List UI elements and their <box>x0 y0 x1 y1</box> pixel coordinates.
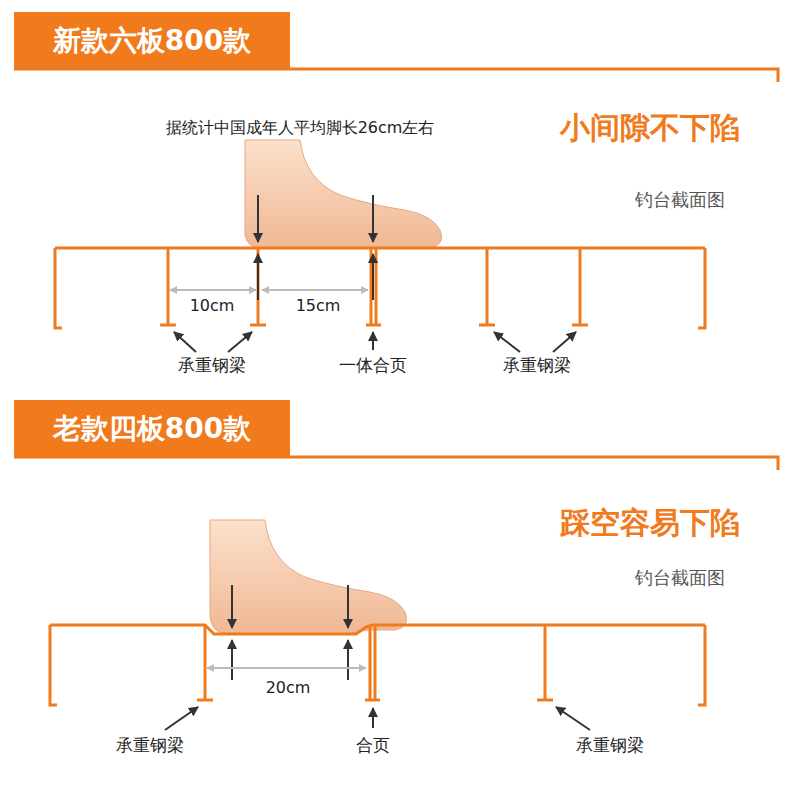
section-caption: 钓台截面图 <box>633 190 727 211</box>
part-label: 承重钢梁 <box>501 356 573 376</box>
note-text: 据统计中国成年人平均脚长26cm左右 <box>164 119 437 137</box>
part-label: 承重钢梁 <box>574 736 646 756</box>
part-label: 承重钢梁 <box>114 736 186 756</box>
dimension: 10cm <box>188 297 237 315</box>
title-banner: 新款六板800款 <box>14 12 290 70</box>
headline: 踩空容易下陷 <box>558 506 742 541</box>
section-caption: 钓台截面图 <box>633 568 727 589</box>
banner-text: 新款六板800款 <box>53 22 251 60</box>
banner-text: 老款四板800款 <box>53 410 251 448</box>
part-label: 承重钢梁 <box>176 356 248 376</box>
title-banner: 老款四板800款 <box>14 400 290 458</box>
headline: 小间隙不下陷 <box>558 111 742 146</box>
dimension: 20cm <box>264 679 313 697</box>
dimension: 15cm <box>294 297 343 315</box>
part-label: 合页 <box>354 736 392 756</box>
part-label: 一体合页 <box>337 356 409 376</box>
